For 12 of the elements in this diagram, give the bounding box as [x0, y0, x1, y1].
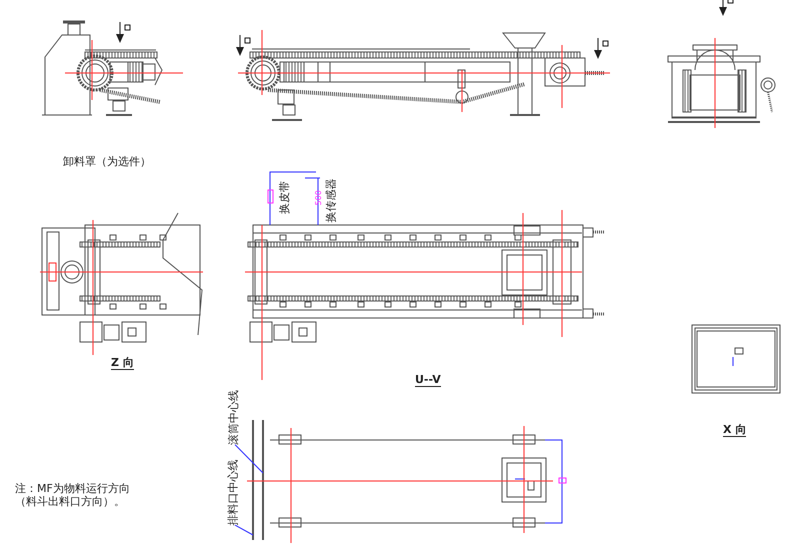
leader-line — [234, 524, 254, 536]
dimension-value: 500 — [313, 190, 323, 206]
centerline-label: 排料口中心线 — [226, 459, 240, 526]
note-text: 注：MF为物料运行方向（料斗出料口方向）。 — [15, 482, 131, 508]
dimension-text: 换传感器 — [324, 178, 338, 222]
dimension-text: 换皮带 — [277, 180, 291, 214]
centerline-label: 滚筒中心线 — [226, 390, 240, 445]
view-label: U--V — [415, 373, 441, 388]
view-label: Z 向 — [111, 356, 134, 370]
hood-caption: 卸料罩（为选件） — [63, 155, 151, 168]
leader-line — [234, 444, 264, 474]
view-label: X 向 — [723, 423, 746, 438]
